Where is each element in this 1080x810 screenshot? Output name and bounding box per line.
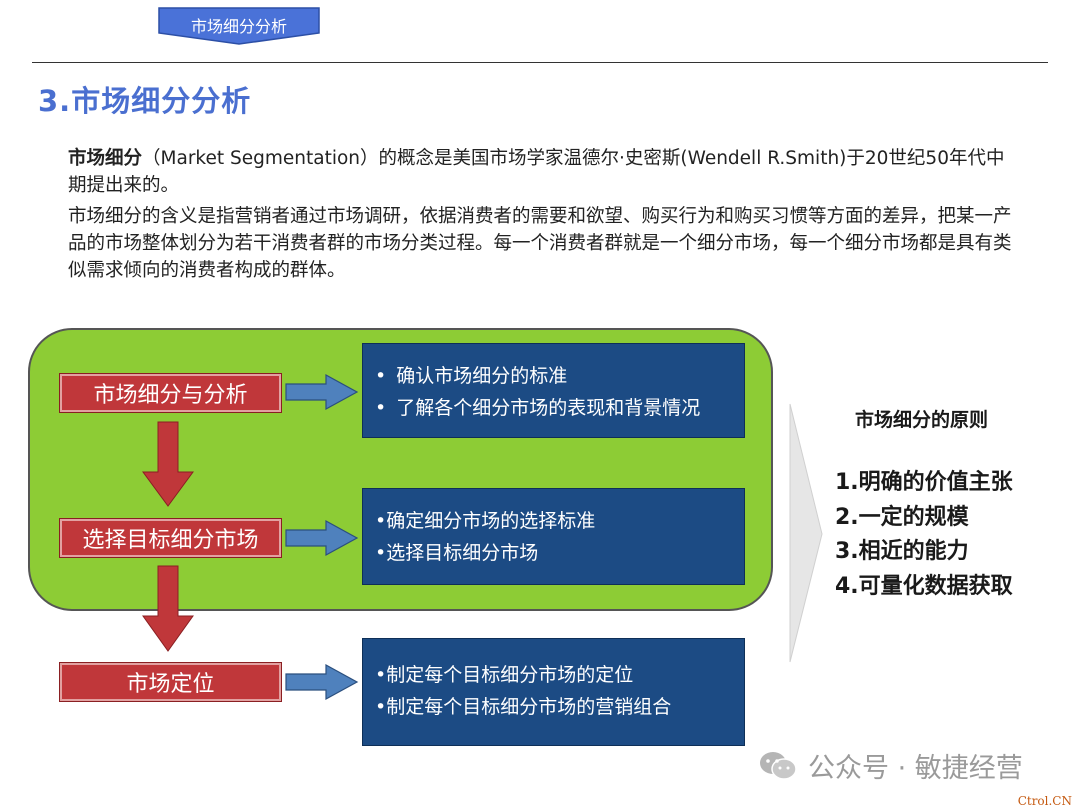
principles-title: 市场细分的原则	[855, 409, 989, 431]
right-arrow-1	[285, 373, 359, 411]
corner-mark: Ctrol.CN	[1017, 794, 1072, 808]
bullet-icon: •	[375, 510, 387, 532]
step-select-target-market: 选择目标细分市场	[59, 518, 282, 558]
intro-text: 市场细分（Market Segmentation）的概念是美国市场学家温德尔·史…	[68, 145, 1018, 284]
watermark-text: 公众号 · 敏捷经营	[808, 753, 1023, 784]
detail-box-1: •确认市场细分的标准 •了解各个细分市场的表现和背景情况	[362, 343, 745, 438]
intro-paragraph-1: 市场细分（Market Segmentation）的概念是美国市场学家温德尔·史…	[68, 145, 1018, 199]
wechat-icon	[760, 751, 797, 780]
intro-paragraph-2: 市场细分的含义是指营销者通过市场调研，依据消费者的需要和欲望、购买行为和购买习惯…	[68, 206, 1012, 281]
principles-list: 1.明确的价值主张 2.一定的规模 3.相近的能力 4.可量化数据获取	[835, 466, 1013, 604]
principle-item: 1.明确的价值主张	[835, 470, 1013, 495]
bullet-icon: •	[375, 365, 387, 387]
principle-item: 4.可量化数据获取	[835, 573, 1013, 599]
step-segmentation-analysis: 市场细分与分析	[59, 373, 282, 413]
detail-item: •了解各个细分市场的表现和背景情况	[375, 397, 701, 419]
bullet-icon: •	[375, 542, 387, 564]
step-label: 选择目标细分市场	[82, 528, 259, 553]
watermark: 公众号 · 敏捷经营	[758, 746, 1023, 785]
section-tab-label: 市场细分分析	[190, 17, 287, 36]
detail-box-2: •确定细分市场的选择标准 •选择目标细分市场	[362, 488, 745, 585]
right-arrow-2	[285, 519, 359, 557]
step-label: 市场定位	[126, 672, 215, 697]
bullet-icon: •	[375, 664, 387, 686]
header-divider	[32, 62, 1048, 63]
detail-item: •确认市场细分的标准	[375, 365, 568, 387]
principle-item: 2.一定的规模	[835, 504, 969, 530]
detail-item: •选择目标细分市场	[375, 542, 539, 564]
principle-item: 3.相近的能力	[835, 539, 969, 564]
right-arrow-3	[285, 663, 359, 701]
step-market-positioning: 市场定位	[59, 662, 282, 702]
intro-term: 市场细分	[68, 148, 143, 169]
page-title: 3.市场细分分析	[38, 84, 252, 118]
detail-item: •制定每个目标细分市场的营销组合	[375, 696, 672, 718]
step-label: 市场细分与分析	[93, 383, 248, 408]
detail-item: •制定每个目标细分市场的定位	[375, 664, 634, 686]
bullet-icon: •	[375, 397, 387, 419]
chevron-right-icon	[789, 403, 823, 663]
detail-item: •确定细分市场的选择标准	[375, 510, 596, 532]
down-arrow-2	[142, 565, 194, 652]
detail-box-3: •制定每个目标细分市场的定位 •制定每个目标细分市场的营销组合	[362, 638, 745, 746]
bullet-icon: •	[375, 696, 387, 718]
intro-p1-rest: （Market Segmentation）的概念是美国市场学家温德尔·史密斯(W…	[68, 148, 1005, 196]
down-arrow-1	[142, 421, 194, 507]
section-tab: 市场细分分析	[158, 7, 320, 45]
